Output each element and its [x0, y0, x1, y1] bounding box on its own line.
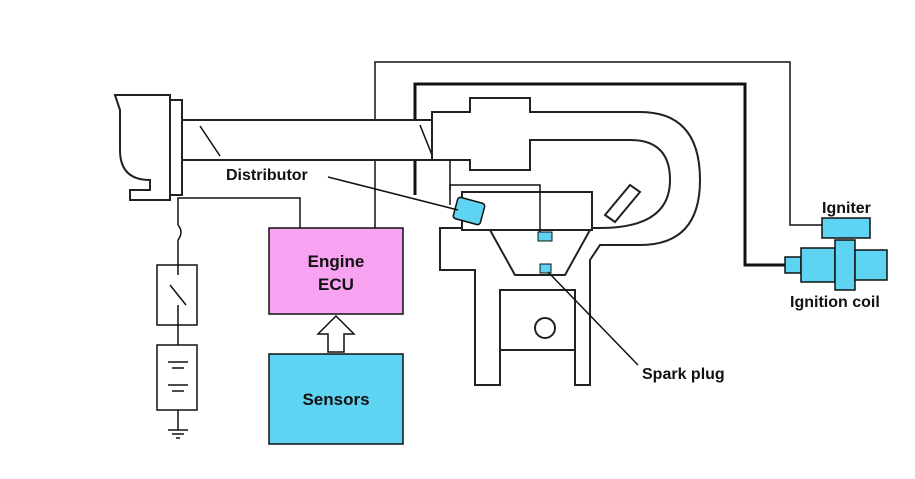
engine-block: [431, 97, 702, 386]
distributor-leader: [327, 176, 459, 211]
distributor-label: Distributor: [226, 167, 308, 184]
engine-ecu-label-1: Engine: [308, 252, 365, 271]
ignition-coil-label: Ignition coil: [790, 294, 880, 311]
sensors-box: [268, 353, 404, 445]
engine-ecu-label-2: ECU: [318, 275, 354, 294]
engine-ecu-box: [268, 227, 404, 315]
spark-plug-leader: [547, 271, 639, 366]
distributor-component: [452, 196, 486, 226]
ignition-coil-component: [784, 239, 888, 291]
battery-circuit: [156, 197, 301, 439]
igniter-component: [821, 217, 871, 239]
spark-plug-label: Spark plug: [642, 366, 725, 383]
spark-plug-upper: [537, 231, 553, 242]
ecu-igniter-wire: [374, 61, 822, 228]
spark-plug-lower: [539, 263, 552, 274]
sensors-label: Sensors: [302, 390, 369, 409]
air-intake: [113, 94, 433, 201]
distributor-wire: [449, 184, 541, 235]
igniter-label: Igniter: [822, 200, 871, 217]
arrow-up-icon: [316, 314, 356, 353]
